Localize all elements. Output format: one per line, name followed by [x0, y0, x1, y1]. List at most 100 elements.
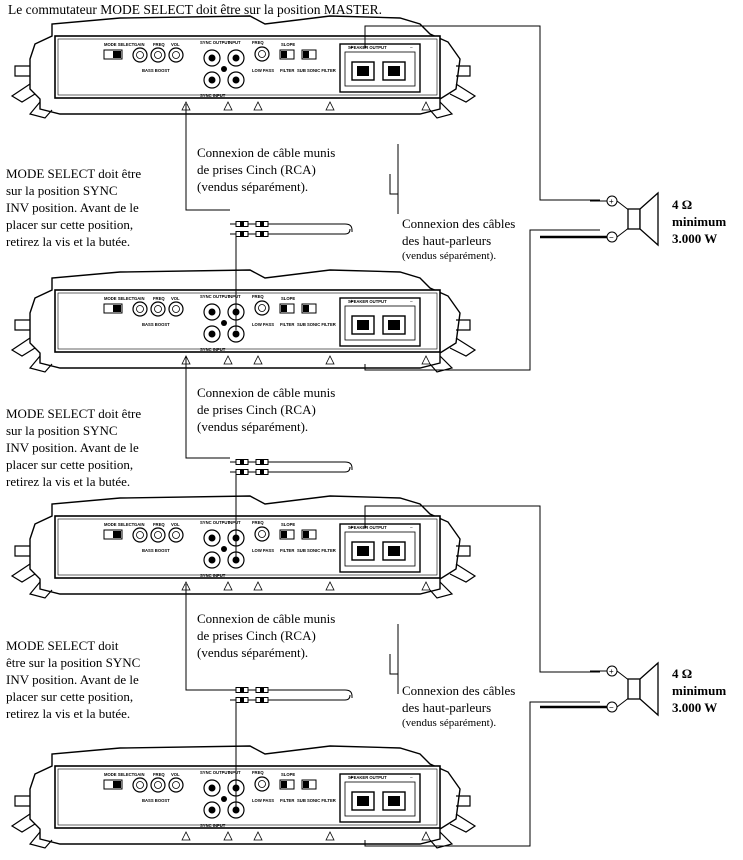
speaker-spec-2: 4 Ω minimum 3.000 W — [672, 666, 727, 715]
freq-knob-center — [154, 51, 162, 59]
bass-boost-label: BASS BOOST — [142, 322, 170, 327]
speaker-cable-caption-1-sub: (vendus séparément). — [402, 250, 497, 262]
freq-knob-center — [154, 305, 162, 313]
vol-knob — [168, 301, 184, 317]
slope-switch-knob — [281, 781, 287, 788]
rca-plug-band-4 — [260, 231, 264, 237]
sync-output-jack-pin — [208, 534, 216, 542]
sync-output-label: SYNC OUTPUT — [200, 770, 230, 775]
sync-output-label: SYNC OUTPUT — [200, 520, 230, 525]
rca-cable-1 — [230, 221, 353, 237]
input-center-screw — [221, 320, 227, 326]
warning-triangle-5 — [421, 831, 431, 841]
speaker-plus-sign: + — [350, 45, 353, 51]
vol-knob — [168, 777, 184, 793]
speaker-lead-2 — [389, 654, 398, 675]
input-label: INPUT — [228, 520, 241, 525]
speaker-terminal-plus-sign: + — [609, 667, 614, 676]
warning-triangle-4 — [325, 101, 335, 111]
input-label: INPUT — [228, 40, 241, 45]
speaker-cables-2 — [364, 505, 600, 847]
bass-boost-label: BASS BOOST — [142, 68, 170, 73]
slope-switch-knob — [281, 531, 287, 538]
sub-sonic-filter-label: SUB SONIC FILTER — [297, 68, 336, 73]
gain-label: GAIN — [134, 296, 144, 301]
sync-output-jack-pin — [208, 784, 216, 792]
filter-label: FILTER — [280, 322, 294, 327]
speaker-terminal-screw-1 — [357, 320, 369, 330]
speaker-output-label: SPEAKER OUTPUT — [348, 525, 387, 530]
amp-faceplate-inner — [57, 768, 438, 826]
vol-label: VOL — [171, 296, 180, 301]
freq-knob-center — [154, 531, 162, 539]
sub-sonic-switch-knob — [303, 781, 309, 788]
amp-fins — [10, 545, 477, 599]
slope-label: SLOPE — [281, 42, 295, 47]
sync-input-label: SYNC INPUT — [200, 823, 226, 828]
master-mode-caption: Le commutateur MODE SELECT doit être sur… — [8, 2, 382, 17]
vol-label: VOL — [171, 42, 180, 47]
vol-label: VOL — [171, 772, 180, 777]
speaker-output-label: SPEAKER OUTPUT — [348, 299, 387, 304]
slope-label: SLOPE — [281, 772, 295, 777]
slope-switch-knob — [281, 305, 287, 312]
sync-link-2 — [185, 356, 230, 459]
speaker-terminal-screw-2 — [388, 796, 400, 806]
speaker-terminal-screw-1 — [357, 546, 369, 556]
gain-knob — [132, 301, 148, 317]
sync-output-jack-pin — [208, 54, 216, 62]
speaker-terminal-screw-2 — [388, 546, 400, 556]
amp-faceplate-inner — [57, 518, 438, 576]
speaker-cone — [639, 661, 659, 717]
bass-boost-label: BASS BOOST — [142, 798, 170, 803]
warning-triangle-3 — [253, 355, 263, 365]
rca-cable-bottom — [230, 694, 351, 701]
speaker-output-frame — [344, 781, 416, 817]
sync-input-jack-pin — [208, 330, 216, 338]
rca-plug-band-2 — [240, 469, 244, 475]
speaker-cable-caption-1-main: Connexion des câbles des haut-parleurs — [402, 216, 516, 248]
speaker-terminal-screw-1 — [357, 796, 369, 806]
rca-cable-top — [230, 461, 353, 470]
speaker-cable-minus-a — [364, 229, 600, 371]
low-pass-label: LOW PASS — [252, 548, 274, 553]
mode-note-1: MODE SELECT doit être sur la position SY… — [6, 166, 142, 249]
speaker-minus-sign: − — [410, 525, 413, 531]
speaker-output-label: SPEAKER OUTPUT — [348, 775, 387, 780]
sync-input-label: SYNC INPUT — [200, 93, 226, 98]
speaker-terminal-screw-2 — [388, 320, 400, 330]
speaker-cable-minus-a — [364, 701, 600, 847]
mode-switch-knob — [113, 305, 121, 312]
vol-knob — [168, 47, 184, 63]
sync-output-label: SYNC OUTPUT — [200, 40, 230, 45]
speaker-1: +− — [540, 191, 659, 247]
filter-label: FILTER — [280, 68, 294, 73]
lp-freq-label: FREQ — [252, 294, 264, 299]
sync-input-jack-pin — [208, 76, 216, 84]
warning-triangle-4 — [325, 581, 335, 591]
gain-knob-center — [136, 51, 144, 59]
input-label: INPUT — [228, 294, 241, 299]
rca-plug-band-2 — [240, 231, 244, 237]
freq-label: FREQ — [153, 772, 165, 777]
freq-label: FREQ — [153, 522, 165, 527]
vol-label: VOL — [171, 522, 180, 527]
warning-triangle-2 — [223, 355, 233, 365]
low-pass-freq-knob-center — [258, 50, 266, 58]
input-center-screw — [221, 796, 227, 802]
speaker-terminal-screw-2 — [388, 66, 400, 76]
mode-switch-knob — [113, 781, 121, 788]
speaker-output-frame — [344, 305, 416, 341]
sub-sonic-filter-label: SUB SONIC FILTER — [297, 322, 336, 327]
speaker-magnet — [627, 208, 641, 230]
sync-input-label: SYNC INPUT — [200, 573, 226, 578]
low-pass-freq-knob — [254, 526, 270, 542]
freq-knob — [150, 301, 166, 317]
low-pass-freq-knob-center — [258, 304, 266, 312]
gain-knob-center — [136, 531, 144, 539]
gain-knob — [132, 527, 148, 543]
freq-knob — [150, 47, 166, 63]
speaker-minus-sign: − — [410, 299, 413, 305]
gain-label: GAIN — [134, 522, 144, 527]
